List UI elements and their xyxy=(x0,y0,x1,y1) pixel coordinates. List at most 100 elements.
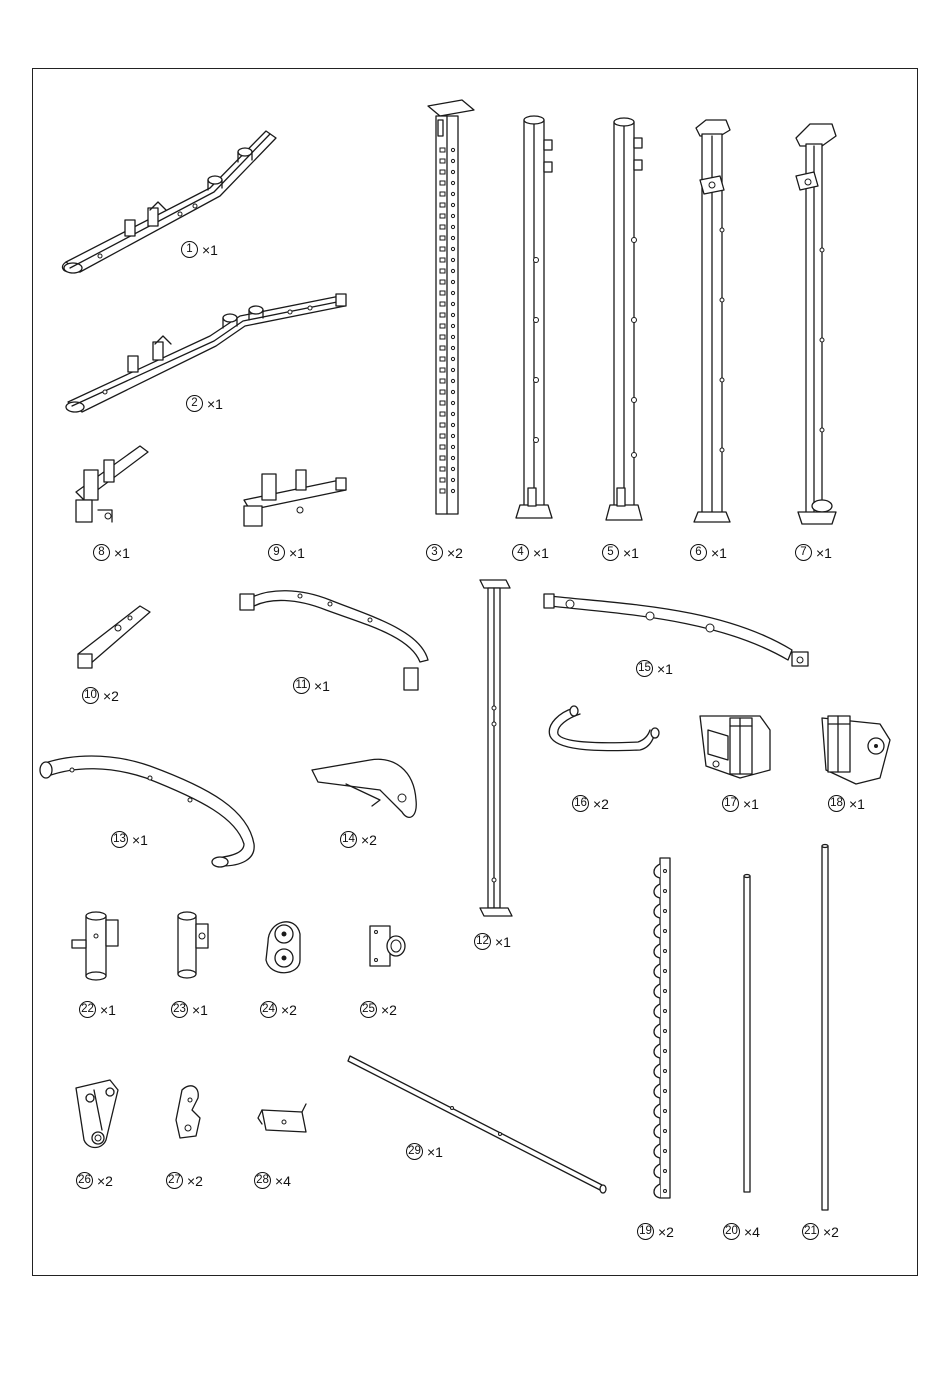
part-label-7: 7×1 xyxy=(795,544,832,561)
part-number-circle: 19 xyxy=(637,1223,654,1240)
part-25-drawing xyxy=(370,926,405,966)
part-quantity: ×1 xyxy=(816,545,832,561)
part-number-circle: 2 xyxy=(186,395,203,412)
part-number-circle: 15 xyxy=(636,660,653,677)
part-14-drawing xyxy=(312,759,416,817)
part-20-drawing xyxy=(744,875,750,1193)
part-number-circle: 10 xyxy=(82,687,99,704)
part-label-16: 16×2 xyxy=(572,795,609,812)
part-quantity: ×2 xyxy=(103,688,119,704)
part-label-2: 2×1 xyxy=(186,395,223,412)
part-quantity: ×2 xyxy=(658,1224,674,1240)
part-label-19: 19×2 xyxy=(637,1223,674,1240)
part-quantity: ×2 xyxy=(187,1173,203,1189)
part-quantity: ×1 xyxy=(743,796,759,812)
part-11-drawing xyxy=(240,591,428,690)
part-29-drawing xyxy=(348,1056,606,1193)
part-quantity: ×1 xyxy=(533,545,549,561)
part-label-22: 22×1 xyxy=(79,1001,116,1018)
part-label-12: 12×1 xyxy=(474,933,511,950)
part-label-10: 10×2 xyxy=(82,687,119,704)
part-number-circle: 5 xyxy=(602,544,619,561)
part-number-circle: 17 xyxy=(722,795,739,812)
part-quantity: ×2 xyxy=(823,1224,839,1240)
part-26-drawing xyxy=(76,1080,118,1148)
part-number-circle: 4 xyxy=(512,544,529,561)
part-quantity: ×1 xyxy=(849,796,865,812)
part-label-23: 23×1 xyxy=(171,1001,208,1018)
part-15-drawing xyxy=(544,594,808,666)
part-label-15: 15×1 xyxy=(636,660,673,677)
part-4-drawing xyxy=(516,116,552,518)
part-number-circle: 18 xyxy=(828,795,845,812)
part-quantity: ×2 xyxy=(593,796,609,812)
part-quantity: ×1 xyxy=(495,934,511,950)
part-number-circle: 25 xyxy=(360,1001,377,1018)
part-8-drawing xyxy=(76,446,148,522)
part-label-5: 5×1 xyxy=(602,544,639,561)
part-label-18: 18×1 xyxy=(828,795,865,812)
part-label-17: 17×1 xyxy=(722,795,759,812)
part-label-11: 11×1 xyxy=(293,677,330,694)
part-22-drawing xyxy=(72,912,118,980)
part-21-drawing xyxy=(822,845,828,1211)
part-5-drawing xyxy=(606,118,642,520)
part-number-circle: 20 xyxy=(723,1223,740,1240)
part-quantity: ×1 xyxy=(100,1002,116,1018)
part-quantity: ×4 xyxy=(275,1173,291,1189)
part-quantity: ×1 xyxy=(202,242,218,258)
part-label-27: 27×2 xyxy=(166,1172,203,1189)
part-quantity: ×2 xyxy=(281,1002,297,1018)
part-label-25: 25×2 xyxy=(360,1001,397,1018)
part-quantity: ×1 xyxy=(114,545,130,561)
part-quantity: ×1 xyxy=(427,1144,443,1160)
part-number-circle: 24 xyxy=(260,1001,277,1018)
part-label-29: 29×1 xyxy=(406,1143,443,1160)
part-number-circle: 7 xyxy=(795,544,812,561)
part-quantity: ×1 xyxy=(289,545,305,561)
part-label-24: 24×2 xyxy=(260,1001,297,1018)
part-number-circle: 14 xyxy=(340,831,357,848)
part-27-drawing xyxy=(176,1086,200,1138)
part-label-4: 4×1 xyxy=(512,544,549,561)
part-number-circle: 28 xyxy=(254,1172,271,1189)
part-1-drawing xyxy=(63,131,276,273)
part-label-3: 3×2 xyxy=(426,544,463,561)
part-quantity: ×4 xyxy=(744,1224,760,1240)
part-number-circle: 12 xyxy=(474,933,491,950)
part-19-drawing xyxy=(654,858,670,1198)
part-10-drawing xyxy=(78,606,150,668)
part-label-21: 21×2 xyxy=(802,1223,839,1240)
part-number-circle: 11 xyxy=(293,677,310,694)
part-number-circle: 9 xyxy=(268,544,285,561)
part-number-circle: 27 xyxy=(166,1172,183,1189)
part-label-14: 14×2 xyxy=(340,831,377,848)
part-number-circle: 8 xyxy=(93,544,110,561)
part-quantity: ×1 xyxy=(192,1002,208,1018)
part-7-drawing xyxy=(796,124,836,524)
part-label-6: 6×1 xyxy=(690,544,727,561)
part-quantity: ×2 xyxy=(447,545,463,561)
part-6-drawing xyxy=(694,120,730,522)
part-quantity: ×2 xyxy=(381,1002,397,1018)
part-quantity: ×1 xyxy=(207,396,223,412)
part-label-13: 13×1 xyxy=(111,831,148,848)
part-label-8: 8×1 xyxy=(93,544,130,561)
part-number-circle: 16 xyxy=(572,795,589,812)
part-number-circle: 26 xyxy=(76,1172,93,1189)
part-17-drawing xyxy=(700,716,770,778)
part-16-drawing xyxy=(549,706,659,751)
part-number-circle: 3 xyxy=(426,544,443,561)
part-quantity: ×1 xyxy=(711,545,727,561)
part-quantity: ×1 xyxy=(657,661,673,677)
part-number-circle: 13 xyxy=(111,831,128,848)
part-number-circle: 29 xyxy=(406,1143,423,1160)
part-12-drawing xyxy=(480,580,512,916)
part-quantity: ×1 xyxy=(132,832,148,848)
part-quantity: ×1 xyxy=(314,678,330,694)
part-label-26: 26×2 xyxy=(76,1172,113,1189)
part-quantity: ×2 xyxy=(361,832,377,848)
part-3-drawing xyxy=(428,100,474,514)
part-28-drawing xyxy=(258,1104,306,1132)
